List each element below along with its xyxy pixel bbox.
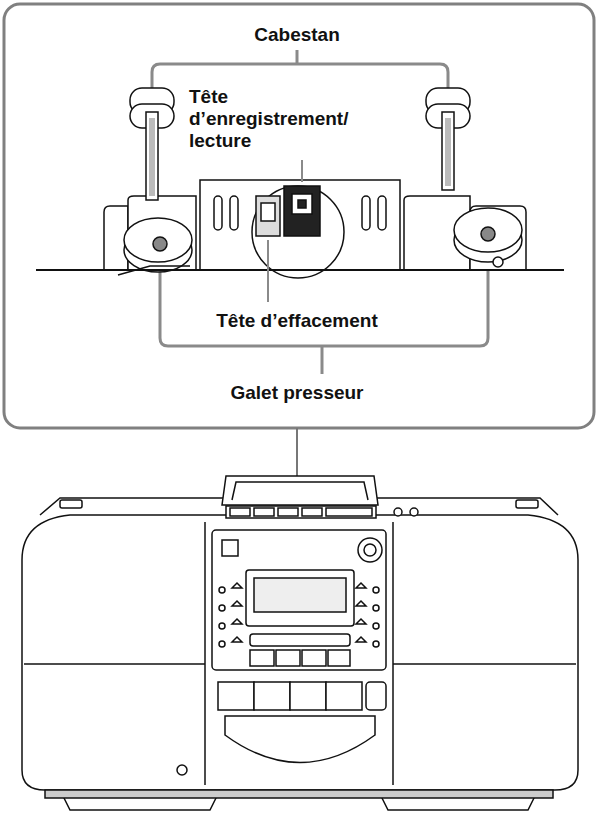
bracket-lines	[152, 50, 488, 374]
boombox-unit	[22, 476, 578, 810]
callout-panel	[4, 4, 594, 428]
part-label: Tête d’effacement	[213, 310, 381, 332]
part-label: Cabestan	[251, 24, 343, 46]
leader-lines	[268, 160, 302, 302]
part-label: Tête d’enregistrement/ lecture	[186, 86, 388, 152]
part-label: Galet presseur	[227, 382, 366, 404]
